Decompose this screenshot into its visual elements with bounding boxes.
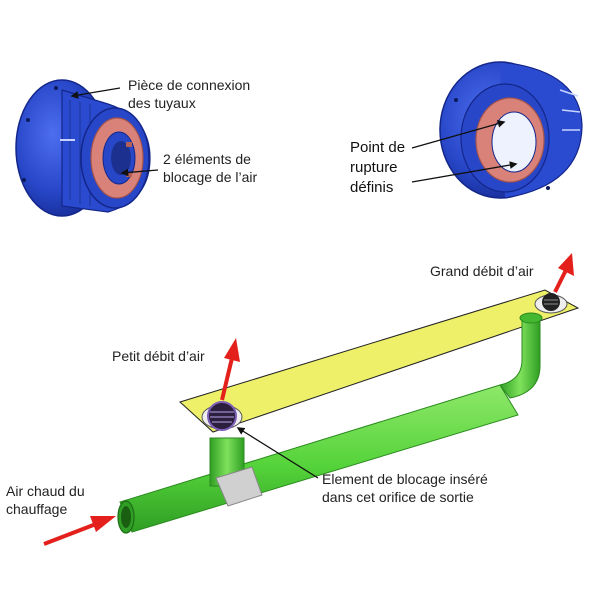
leader-lines <box>70 87 518 479</box>
label-inserted-element-line2: dans cet orifice de sortie <box>322 489 474 505</box>
outlet-left <box>201 401 243 431</box>
label-rupture-points-line2: rupture <box>350 159 398 176</box>
label-high-flow-text: Grand débit d’air <box>430 263 534 279</box>
label-connector-piece-line2: des tuyaux <box>128 95 196 111</box>
label-high-flow: Grand débit d’air <box>430 262 534 280</box>
label-connector-piece: Pièce de connexion des tuyaux <box>128 76 250 112</box>
label-hot-air-line1: Air chaud du <box>6 483 85 499</box>
label-blocking-elements: 2 éléments de blocage de l’air <box>163 150 257 186</box>
distribution-board <box>179 289 580 433</box>
label-blocking-elements-line2: blocage de l’air <box>163 169 258 185</box>
connector-piece-right <box>439 61 583 199</box>
arrow-high-flow <box>553 253 574 293</box>
label-hot-air: Air chaud du chauffage <box>6 482 85 518</box>
label-rupture-points-line1: Point de <box>350 139 406 156</box>
label-inserted-element-line1: Element de blocage inséré <box>322 471 488 487</box>
label-low-flow: Petit débit d’air <box>112 347 205 365</box>
outlet-right <box>534 293 568 314</box>
label-connector-piece-line1: Pièce de connexion <box>128 77 251 93</box>
label-low-flow-text: Petit débit d’air <box>112 348 205 364</box>
arrow-hot-air-input <box>43 516 116 546</box>
connector-piece-left <box>15 79 151 217</box>
air-pipe <box>117 312 543 534</box>
label-rupture-points-line3: définis <box>350 179 394 196</box>
label-hot-air-line2: chauffage <box>6 501 68 517</box>
arrow-low-flow <box>220 338 240 401</box>
label-blocking-elements-line1: 2 éléments de <box>163 151 251 167</box>
label-rupture-points: Point de rupture définis <box>350 138 405 198</box>
label-inserted-element: Element de blocage inséré dans cet orifi… <box>322 470 488 506</box>
